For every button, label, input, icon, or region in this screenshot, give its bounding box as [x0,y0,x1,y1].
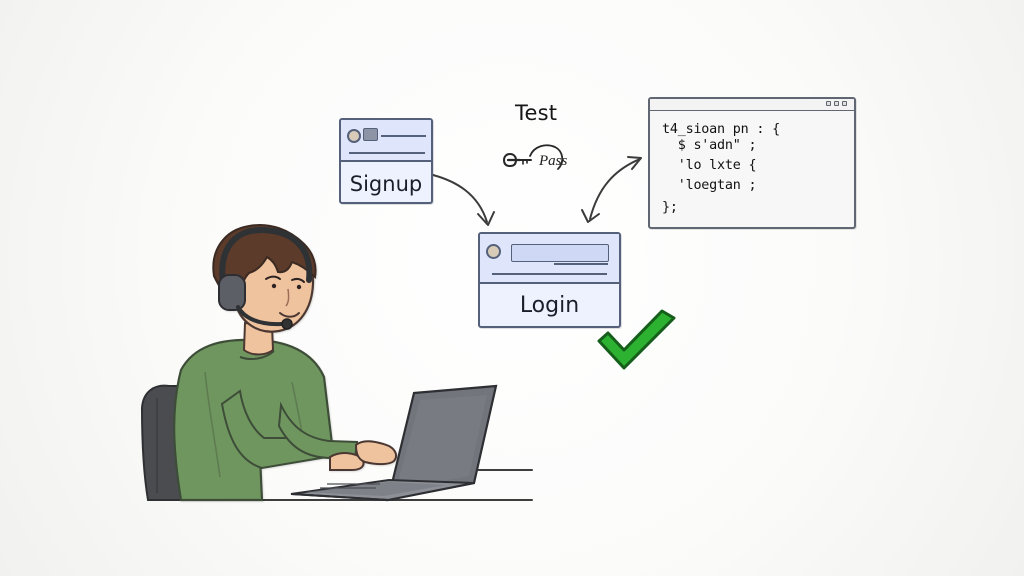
signup-card-header [341,120,431,162]
arrowhead-login-to-code [581,209,600,223]
person-eye-right [296,284,302,290]
person-eyebrow-right [291,277,305,283]
person-nose [285,288,290,307]
camera-icon [363,128,378,141]
person-eye-left [271,283,277,289]
signup-divider-line [349,152,425,154]
headset-mic [281,318,293,330]
code-line: 'lo lxte { [662,158,757,173]
pass-label: Pass [539,153,568,169]
headset-icon [219,226,313,291]
key-icon [502,144,564,170]
code-window-titlebar [650,99,854,111]
signup-input-line [381,135,426,137]
login-card[interactable]: Login [478,232,621,328]
maximize-icon[interactable] [834,101,839,106]
arrowhead-code-end [627,156,642,170]
avatar-icon [347,129,361,143]
code-line: }; [662,200,678,215]
person-eyebrow-left [265,275,281,280]
signup-label: Signup [349,172,423,196]
arrow-signup-to-login [432,174,488,223]
minimize-icon[interactable] [826,101,831,106]
headset-earcup [218,274,246,311]
avatar-icon [486,244,501,259]
code-line: t4_sioan pn : { [662,122,780,137]
test-title: Test [515,101,558,125]
laptop-illustration [290,384,498,502]
arrow-login-to-code [589,158,641,220]
person-torso [173,338,334,502]
arrowhead-signup-to-login [477,211,495,226]
success-check-icon [597,309,676,370]
close-icon[interactable] [842,101,847,106]
person-hand-right [354,440,398,466]
signup-card[interactable]: Signup [339,118,433,204]
code-window: t4_sioan pn : { $ s'adn" ; 'lo lxte { 'l… [648,97,856,229]
code-line: $ s'adn" ; [662,138,757,153]
login-input-text-line [554,263,608,265]
person-illustration [173,224,398,502]
person-smile [279,312,300,318]
login-card-header [480,234,619,284]
login-divider-line [492,273,607,275]
login-label: Login [519,293,580,318]
login-input-field[interactable] [511,244,609,265]
code-line: 'loegtan ; [662,178,757,193]
headset-mic-arm [236,305,283,327]
